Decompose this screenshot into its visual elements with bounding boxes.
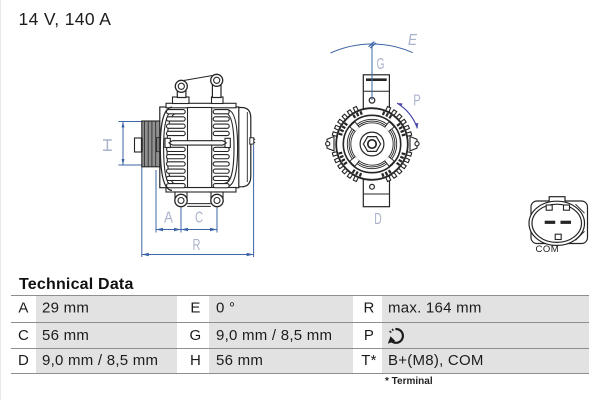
svg-text:G: G: [377, 56, 385, 73]
svg-text:P: P: [413, 93, 421, 110]
svg-text:C: C: [195, 210, 203, 227]
svg-text:A: A: [164, 210, 173, 227]
svg-text:E: E: [408, 32, 417, 49]
svg-text:R: R: [193, 237, 201, 254]
svg-text:D: D: [374, 211, 382, 228]
